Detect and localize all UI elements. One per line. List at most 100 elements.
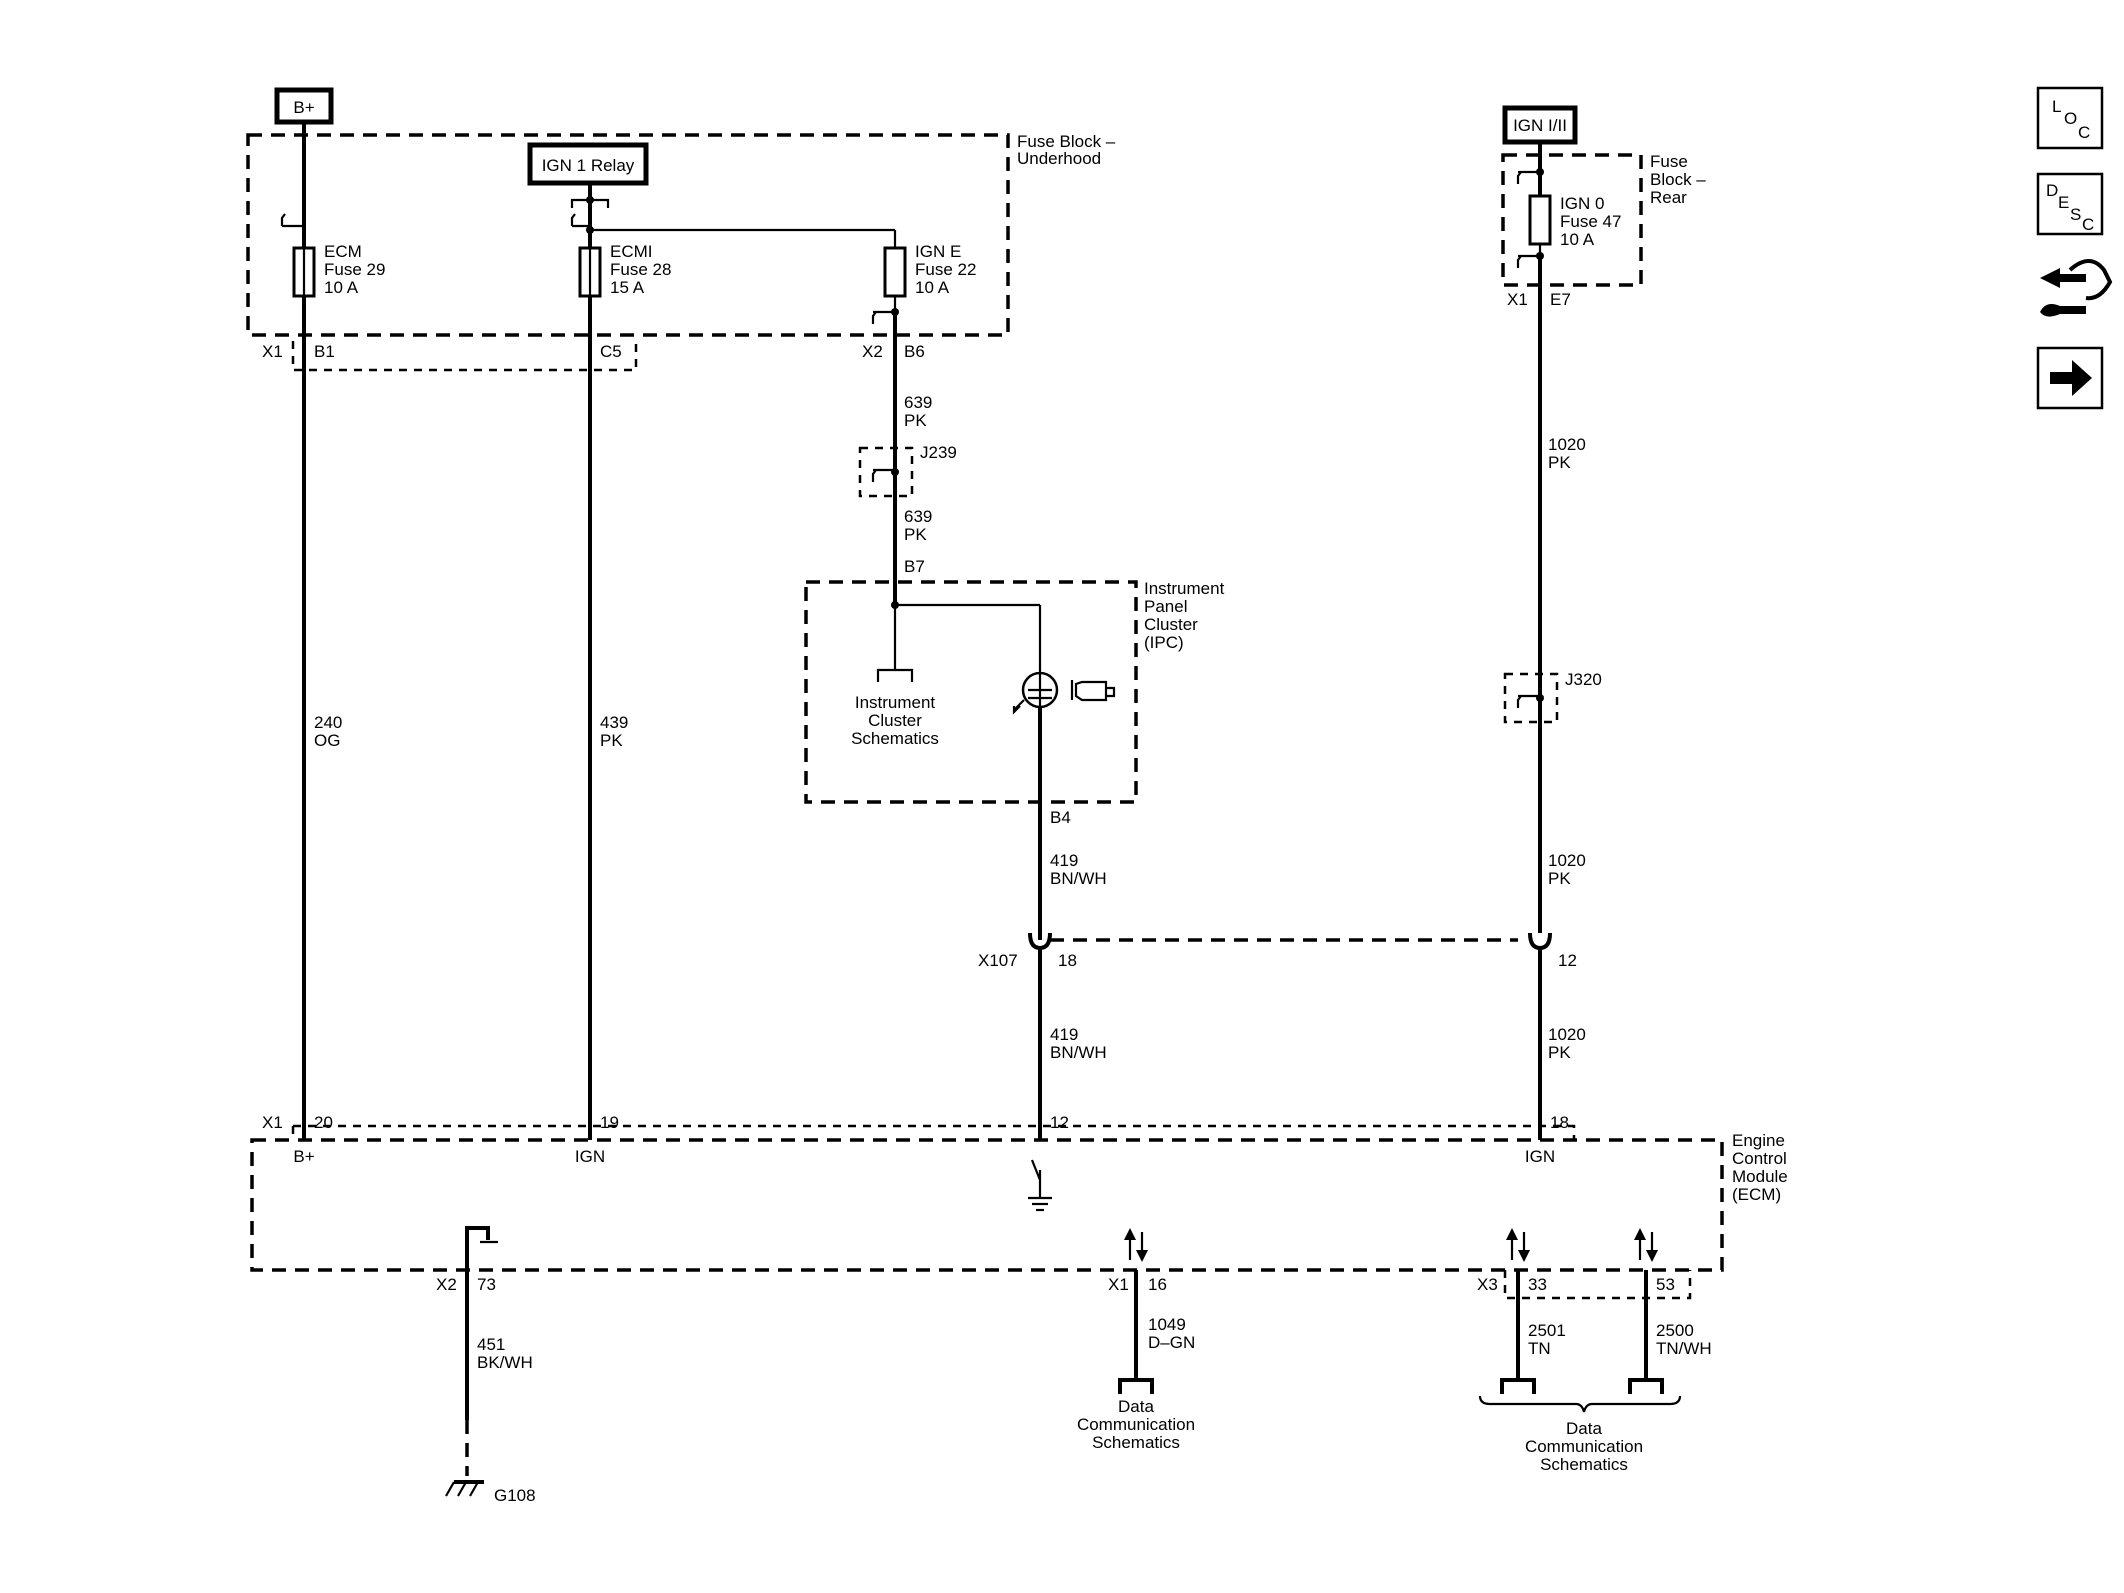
pin-33: 33: [1528, 1275, 1547, 1294]
ipc-label: Panel: [1144, 597, 1187, 616]
wire-label: 2500: [1656, 1321, 1694, 1340]
wire-color: TN/WH: [1656, 1339, 1712, 1358]
bplus-source: B+: [274, 87, 334, 125]
wire-color: PK: [1548, 1043, 1571, 1062]
connector-x1-rear: X1: [1507, 290, 1528, 309]
instrument-cluster-ref-icon: [876, 668, 914, 682]
ecmi-fuse-rating: 15 A: [610, 278, 645, 297]
fuse-block-rear-outline: [1501, 153, 1643, 287]
igne-fuse-symbol: [883, 246, 907, 298]
pin-73: 73: [477, 1275, 496, 1294]
ign-1-2-source: IGN I/II: [1502, 105, 1578, 145]
connector-x3: X3: [1477, 1275, 1498, 1294]
wire-label: 1020: [1548, 1025, 1586, 1044]
wire-label: 1049: [1148, 1315, 1186, 1334]
connector-ecm-x1b: X1: [1108, 1275, 1129, 1294]
wire-label: 2501: [1528, 1321, 1566, 1340]
wire-color: TN: [1528, 1339, 1551, 1358]
bidirectional-arrow-icon: [1634, 1228, 1658, 1262]
data-comm-a-label: Communication: [1077, 1415, 1195, 1434]
data-comm-a-label: Data: [1118, 1397, 1154, 1416]
ecm-label: Engine: [1732, 1131, 1785, 1150]
j239-splice-outline: [858, 446, 914, 498]
wire-label: 639: [904, 507, 932, 526]
wire-label: 1020: [1548, 851, 1586, 870]
data-comm-a-label: Schematics: [1092, 1433, 1180, 1452]
data-comm-b-label: Data: [1566, 1419, 1602, 1438]
wire-label: 439: [600, 713, 628, 732]
pin-b1: B1: [314, 342, 335, 361]
fuse-block-underhood-outline: [246, 133, 1010, 337]
ipc-label: (IPC): [1144, 633, 1184, 652]
igne-fuse-number: Fuse 22: [915, 260, 976, 279]
desc-button[interactable]: D E S C: [2036, 172, 2104, 236]
wire-color: BK/WH: [477, 1353, 533, 1372]
ign0-fuse-rating: 10 A: [1560, 230, 1595, 249]
engine-icon: [1070, 680, 1116, 702]
splice-j239: J239: [920, 443, 957, 462]
wire-color: PK: [1548, 453, 1571, 472]
ecm-label: (ECM): [1732, 1185, 1781, 1204]
wire-color: PK: [600, 731, 623, 750]
x3-connector-outline: [1503, 1270, 1692, 1300]
bidirectional-arrow-icon: [1506, 1228, 1530, 1262]
wire-label: 451: [477, 1335, 505, 1354]
wire-label: 419: [1050, 851, 1078, 870]
wire-color: PK: [904, 411, 927, 430]
desc-letter: E: [2058, 193, 2069, 212]
pin-18: 18: [1550, 1113, 1569, 1132]
tools-button[interactable]: [2040, 259, 2113, 317]
ground-g108-label: G108: [494, 1486, 536, 1505]
ipc-label: Cluster: [1144, 615, 1198, 634]
data-comm-b-label: Communication: [1525, 1437, 1643, 1456]
pin-16: 16: [1148, 1275, 1167, 1294]
desc-letter: S: [2070, 205, 2081, 224]
ign0-fuse-number: Fuse 47: [1560, 212, 1621, 231]
chassis-ground-icon: [445, 1480, 484, 1497]
loc-letter: L: [2052, 97, 2061, 116]
wire-color: OG: [314, 731, 340, 750]
j320-splice-outline: [1503, 672, 1559, 724]
wire-label: 639: [904, 393, 932, 412]
ecm-outline: [250, 1138, 1724, 1272]
ign0-fuse-name: IGN 0: [1560, 194, 1604, 213]
ipc-label: Instrument: [1144, 579, 1225, 598]
ecm-label: Module: [1732, 1167, 1788, 1186]
ecm-pin-bplus: B+: [293, 1147, 314, 1166]
svg-text:IGN 1 Relay: IGN 1 Relay: [542, 156, 635, 175]
pin-b4: B4: [1050, 808, 1071, 827]
ecmi-fuse-number: Fuse 28: [610, 260, 671, 279]
loc-button[interactable]: L O C: [2036, 86, 2104, 150]
wire-color: D–GN: [1148, 1333, 1195, 1352]
pin-12: 12: [1050, 1113, 1069, 1132]
fuse-block-underhood-label1: Fuse Block –: [1017, 132, 1116, 151]
bidirectional-arrow-icon: [1124, 1228, 1148, 1262]
pin-20: 20: [314, 1113, 333, 1132]
loc-letter: C: [2078, 123, 2090, 142]
wire-label: 240: [314, 713, 342, 732]
igne-fuse-rating: 10 A: [915, 278, 950, 297]
ign0-fuse-symbol: [1528, 194, 1552, 246]
ecm-fuse-name: ECM: [324, 242, 362, 261]
igne-fuse-name: IGN E: [915, 242, 961, 261]
x1-connector-outline: [291, 341, 638, 372]
pin-e7: E7: [1550, 290, 1571, 309]
pin-x107-18: 18: [1058, 951, 1077, 970]
bracket-icon: [1478, 1395, 1682, 1413]
tools-icon: [2040, 259, 2113, 317]
connector-ecm-x1: X1: [262, 1113, 283, 1132]
data-comm-b-label: Schematics: [1540, 1455, 1628, 1474]
pin-53: 53: [1656, 1275, 1675, 1294]
wire-color: PK: [904, 525, 927, 544]
pin-x107-12: 12: [1558, 951, 1577, 970]
fuse-block-rear-label1: Fuse: [1650, 152, 1688, 171]
check-engine-lamp-icon: [1012, 671, 1059, 715]
switch-icon: [1030, 1159, 1042, 1181]
ecm-label: Control: [1732, 1149, 1787, 1168]
connector-ecm-x2: X2: [436, 1275, 457, 1294]
ecmi-fuse-name: ECMI: [610, 242, 653, 261]
next-button[interactable]: [2036, 346, 2104, 410]
pin-c5: C5: [600, 342, 622, 361]
wire-color: PK: [1548, 869, 1571, 888]
